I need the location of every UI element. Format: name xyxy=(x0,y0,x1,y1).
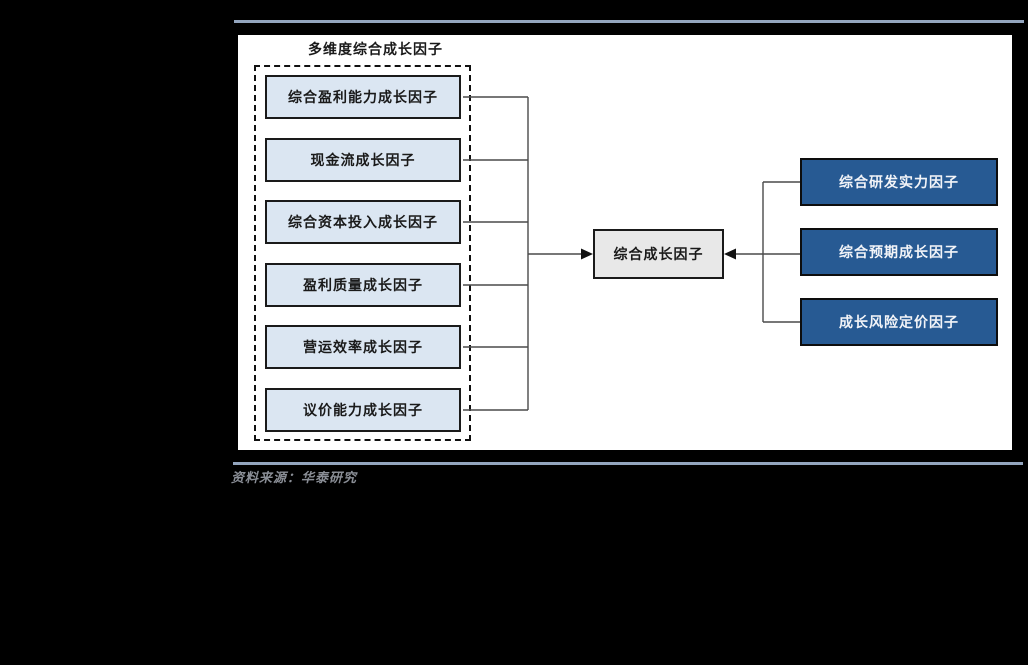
right-factor-box: 成长风险定价因子 xyxy=(800,298,998,346)
source-attribution: 资料来源：华泰研究 xyxy=(231,471,358,486)
left-group-title: 多维度综合成长因子 xyxy=(308,42,443,58)
left-factor-box: 综合盈利能力成长因子 xyxy=(265,75,461,119)
left-factor-box: 营运效率成长因子 xyxy=(265,325,461,369)
right-factor-box: 综合研发实力因子 xyxy=(800,158,998,206)
left-factor-box: 议价能力成长因子 xyxy=(265,388,461,432)
left-factor-box: 综合资本投入成长因子 xyxy=(265,200,461,244)
bottom-accent-rule xyxy=(233,462,1023,465)
right-factor-box: 综合预期成长因子 xyxy=(800,228,998,276)
diagram-panel: 多维度综合成长因子 综合盈利 xyxy=(238,35,1012,450)
top-accent-rule xyxy=(234,20,1024,23)
left-factor-box: 盈利质量成长因子 xyxy=(265,263,461,307)
center-factor-box: 综合成长因子 xyxy=(593,229,724,279)
left-factor-box: 现金流成长因子 xyxy=(265,138,461,182)
left-group-dashed-frame xyxy=(254,65,471,441)
